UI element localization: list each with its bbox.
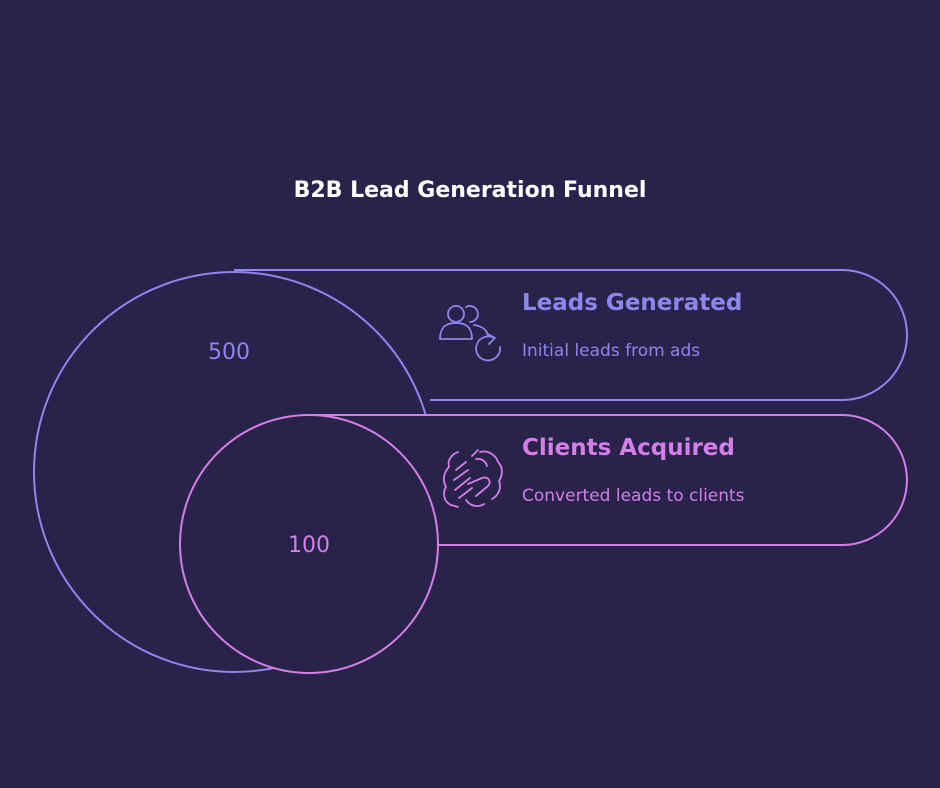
stage-leads-generated-title: Leads Generated <box>522 290 742 316</box>
handshake-icon <box>442 449 503 508</box>
stage-leads-generated-bar <box>234 269 908 401</box>
stage-leads-generated-description: Initial leads from ads <box>522 341 700 361</box>
stage-leads-generated-value: 500 <box>208 340 250 365</box>
stage-clients-acquired-value: 100 <box>288 533 330 558</box>
stage-clients-acquired-description: Converted leads to clients <box>522 486 745 506</box>
users-refresh-icon <box>439 305 501 362</box>
stage-clients-acquired-circle <box>179 414 439 674</box>
stage-clients-acquired-bar <box>309 414 908 546</box>
stage-clients-acquired: 100 Clients Acquired Converted leads to … <box>179 414 908 674</box>
stage-clients-acquired-title: Clients Acquired <box>522 435 735 461</box>
diagram-title: B2B Lead Generation Funnel <box>294 178 647 203</box>
stage-leads-generated: 500 Leads Generated Initial leads from a… <box>33 269 908 673</box>
